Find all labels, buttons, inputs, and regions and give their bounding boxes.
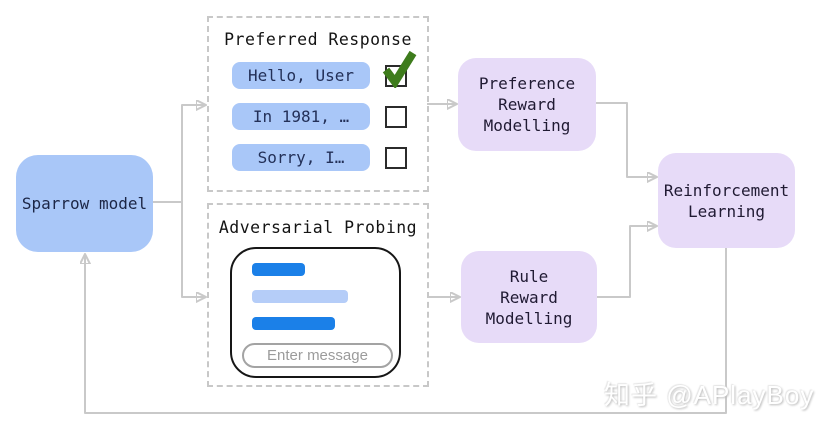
node-label: Rule Reward Modelling: [485, 266, 573, 328]
connector-preference-rm-to-rl: [596, 102, 656, 177]
chat-window: [230, 247, 401, 378]
chat-message-bar: [252, 290, 348, 303]
node-label: Preference Reward Modelling: [478, 74, 576, 135]
panel-title: Preferred Response: [224, 30, 412, 49]
response-option-row: In 1981, …: [232, 103, 407, 130]
response-option-row: Hello, User: [232, 50, 417, 89]
watermark: 知乎 @APlayBoy: [604, 380, 815, 410]
check-icon: [382, 50, 417, 88]
response-option-pill: In 1981, …: [232, 103, 370, 130]
response-option-pill: Hello, User: [232, 62, 370, 89]
response-checkbox[interactable]: [385, 147, 407, 169]
enter-message-input[interactable]: [242, 343, 393, 368]
node-preference-reward-modelling: Preference Reward Modelling: [458, 58, 596, 151]
chat-message-bar: [252, 263, 305, 276]
node-rule-reward-modelling: Rule Reward Modelling: [461, 251, 597, 343]
connector-sparrow-to-preferred: [181, 105, 205, 202]
response-option-label: Sorry, I…: [257, 148, 345, 167]
panel-title: Adversarial Probing: [218, 218, 418, 237]
node-reinforcement-learning: Reinforcement Learning: [658, 153, 795, 248]
response-option-pill: Sorry, I…: [232, 144, 370, 171]
preferred-response-panel: Preferred Response Hello, User In 1981, …: [207, 16, 429, 192]
node-label: Reinforcement Learning: [663, 180, 790, 221]
connector-rl-feedback-to-sparrow: [85, 248, 727, 414]
response-option-label: Hello, User: [248, 66, 354, 85]
response-option-label: In 1981, …: [252, 107, 350, 126]
chat-messages: [252, 263, 348, 344]
adversarial-probing-panel: Adversarial Probing: [207, 203, 429, 387]
connector-sparrow-to-adversarial: [181, 202, 205, 297]
node-sparrow-model: Sparrow model: [16, 155, 153, 252]
connector-rule-rm-to-rl: [597, 226, 656, 298]
chat-message-bar: [252, 317, 335, 330]
node-label: Sparrow model: [21, 194, 148, 213]
response-option-row: Sorry, I…: [232, 144, 407, 171]
response-checkbox[interactable]: [385, 106, 407, 128]
